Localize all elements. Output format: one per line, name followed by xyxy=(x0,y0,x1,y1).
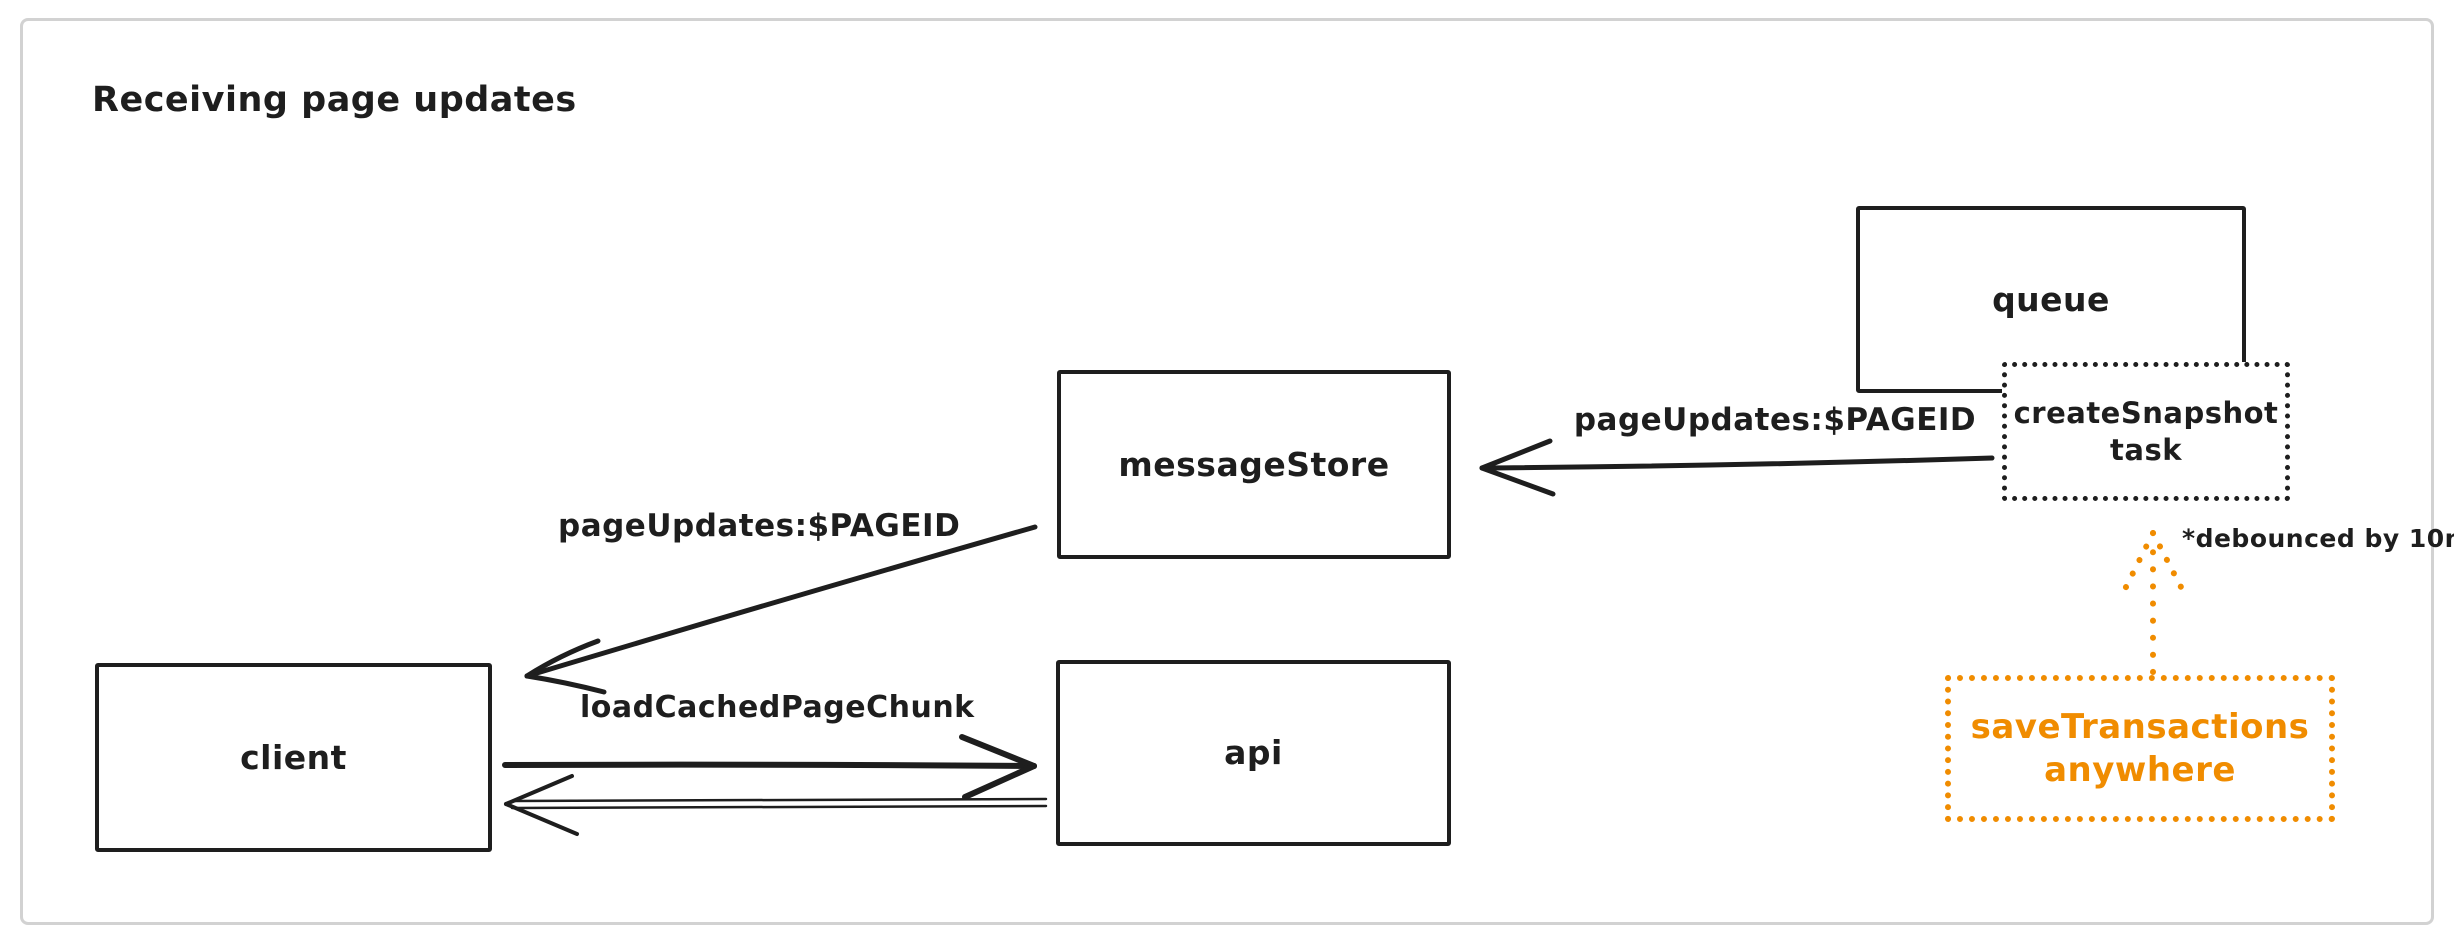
node-save-transactions-label: saveTransactions anywhere xyxy=(1970,707,2310,790)
edge-label-pageupdates-top: pageUpdates:$PAGEID xyxy=(1573,402,1977,438)
edge-label-pageupdates-diagonal: pageUpdates:$PAGEID xyxy=(558,508,961,544)
diagram-frame-border xyxy=(20,18,2434,925)
edge-label-load-cached-page-chunk: loadCachedPageChunk xyxy=(580,690,975,725)
node-queue-label: queue xyxy=(1992,279,2110,319)
note-debounced-by-10m: *debounced by 10m xyxy=(2182,524,2454,553)
node-save-transactions: saveTransactions anywhere xyxy=(1945,675,2335,822)
node-message-store-label: messageStore xyxy=(1118,444,1390,484)
node-api-label: api xyxy=(1224,733,1283,773)
node-create-snapshot-task: createSnapshot task xyxy=(2002,362,2290,501)
node-message-store: messageStore xyxy=(1057,370,1451,559)
node-client-label: client xyxy=(240,737,347,777)
node-create-snapshot-task-label: createSnapshot task xyxy=(2013,396,2279,467)
node-client: client xyxy=(95,663,492,852)
node-api: api xyxy=(1056,660,1451,846)
diagram-title: Receiving page updates xyxy=(92,80,577,120)
